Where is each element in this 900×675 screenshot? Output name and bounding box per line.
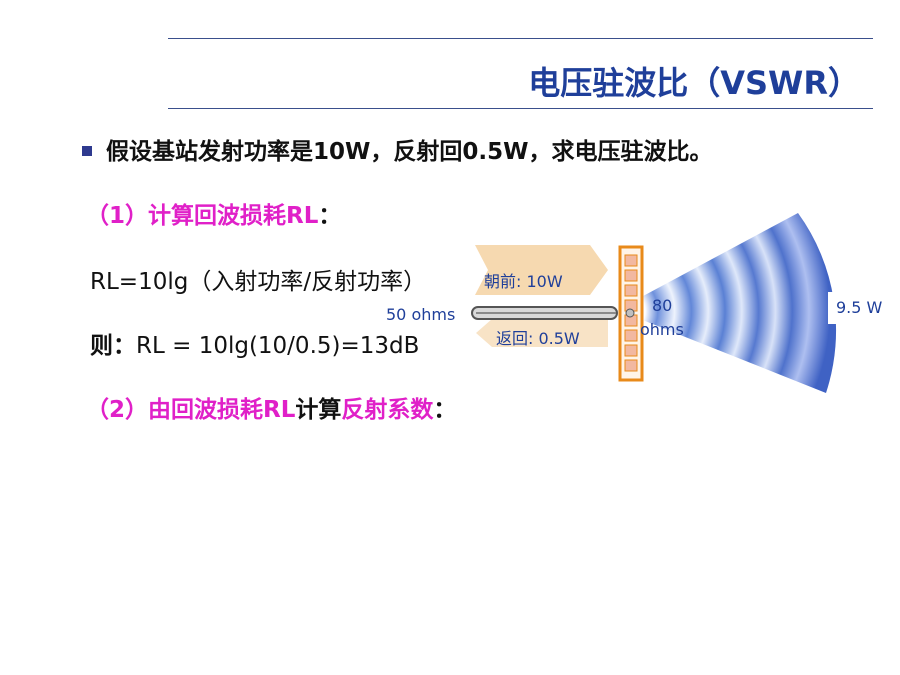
forward-power-label: 朝前: 10W	[484, 272, 563, 291]
step1-colon: ：	[318, 203, 342, 229]
reflected-power-label: 返回: 0.5W	[496, 329, 580, 348]
load-impedance-unit: ohms	[640, 320, 684, 339]
step1-label: （1）计算回波损耗RL	[86, 203, 319, 229]
step1-heading: （1）计算回波损耗RL：	[86, 196, 341, 230]
step2-colon: ：	[433, 397, 457, 423]
step2-heading: （2）由回波损耗RL计算反射系数：	[86, 390, 456, 424]
vswr-diagram	[471, 213, 837, 393]
rl-definition: RL=10lg（入射功率/反射功率）	[90, 269, 427, 295]
step2-label-a: （2）由回波损耗RL	[86, 397, 296, 423]
rl-calculation: 则：RL = 10lg(10/0.5)=13dB	[90, 326, 419, 360]
title-underline	[168, 108, 873, 109]
source-impedance-label: 50 ohms	[386, 305, 456, 324]
top-rule	[168, 38, 873, 39]
radiated-power-label: 9.5 W	[828, 292, 890, 324]
step2-label-c: 反射系数	[341, 397, 434, 423]
bullet-square-icon	[82, 146, 92, 156]
slide-title: 电压驻波比（VSWR）	[528, 64, 860, 102]
reflected-arrow-icon	[476, 319, 608, 347]
problem-statement: 假设基站发射功率是10W，反射回0.5W，求电压驻波比。	[106, 139, 713, 165]
step2-label-b: 计算	[295, 397, 342, 423]
load-impedance-value: 80	[652, 296, 673, 315]
rl-calc-expr: RL = 10lg(10/0.5)=13dB	[136, 333, 420, 359]
rl-calc-prefix: 则：	[90, 333, 136, 359]
forward-arrow-icon	[475, 245, 608, 295]
radiation-wave-icon	[630, 213, 837, 393]
